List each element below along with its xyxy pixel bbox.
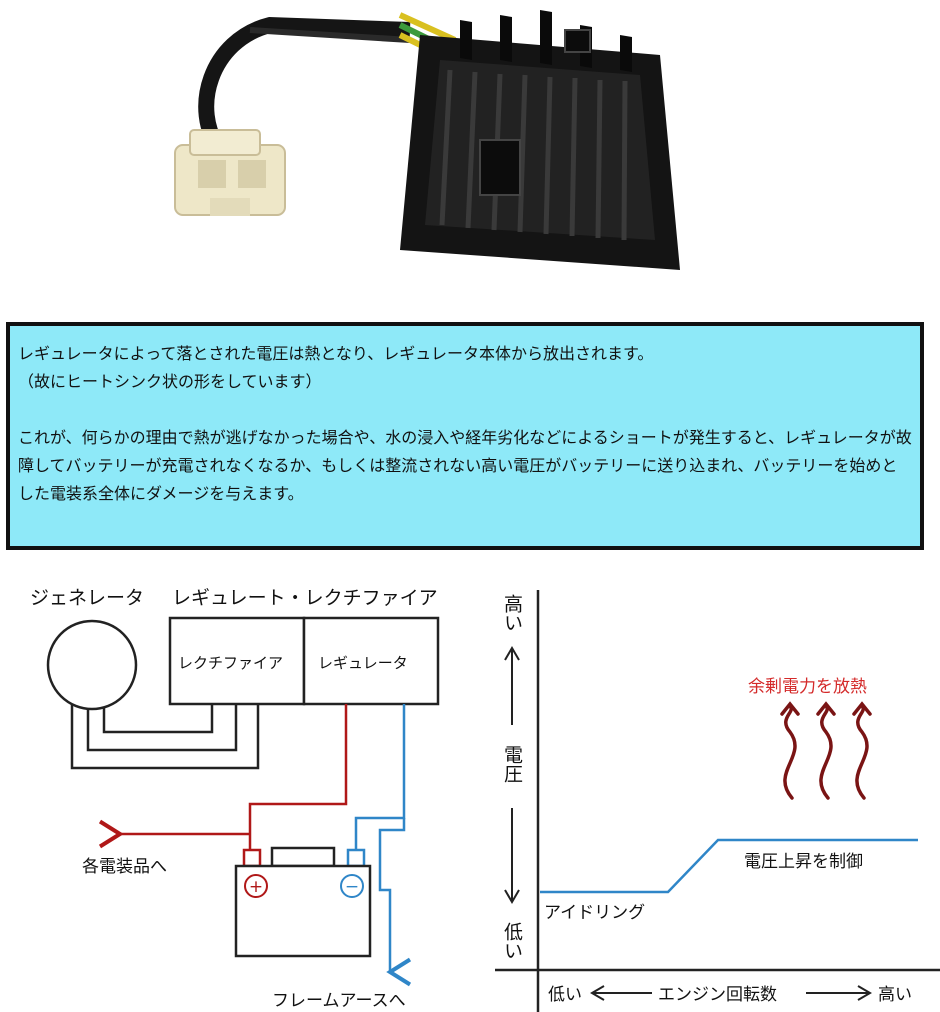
info-line-2: （故にヒートシンク状の形をしています） <box>18 372 322 391</box>
rectifier-label: レクチファイア <box>178 654 283 672</box>
heat-waves <box>780 701 872 800</box>
control-label: 電圧上昇を制御 <box>744 852 863 872</box>
accessories-label: 各電装品へ <box>82 857 167 877</box>
y-high-label: 高い <box>501 594 523 632</box>
heat-label: 余剰電力を放熱 <box>748 677 867 697</box>
regulator-label: レギュレータ <box>318 654 408 672</box>
info-line-1: レギュレータによって落とされた電圧は熱となり、レギュレータ本体から放出されます。 <box>18 344 654 363</box>
rectifier-box <box>168 616 306 706</box>
blue-wire <box>354 704 406 852</box>
connector <box>174 129 286 216</box>
y-axis-arrows <box>504 646 520 904</box>
x-axis-label: エンジン回転数 <box>658 985 777 1005</box>
y-axis-label: 電圧 <box>501 745 523 783</box>
x-low-label: 低い <box>548 985 582 1005</box>
generator-label: ジェネレータ <box>30 587 144 609</box>
unit-label: レギュレート・レクチファイア <box>172 587 438 609</box>
x-high-label: 高い <box>878 985 912 1005</box>
generator-wires <box>70 704 260 770</box>
idling-label: アイドリング <box>544 903 645 923</box>
voltage-curve <box>540 838 918 894</box>
info-line-3: これが、何らかの理由で熱が逃げなかった場合や、水の浸入や経年劣化などによるショー… <box>18 428 912 503</box>
regulator-photo <box>174 10 680 270</box>
info-box: レギュレータによって落とされた電圧は熱となり、レギュレータ本体から放出されます。… <box>6 322 924 550</box>
minus-symbol: − <box>345 877 359 897</box>
y-low-label: 低い <box>501 922 523 960</box>
battery <box>234 846 372 958</box>
generator-circle <box>46 619 138 711</box>
plus-symbol: + <box>249 877 263 897</box>
ground-arrow <box>378 818 412 987</box>
graph-axes <box>495 590 940 1012</box>
red-wire <box>248 704 348 852</box>
wire-yellow <box>398 12 457 43</box>
heat-sink <box>400 10 680 270</box>
regulator-box <box>302 616 440 706</box>
frame-ground-label: フレームアースへ <box>272 991 406 1011</box>
circuit-and-graph: ジェネレータ レギュレート・レクチファイア レクチファイア レギュレータ 各電装… <box>30 587 940 1012</box>
x-axis-arrows <box>590 985 872 1001</box>
